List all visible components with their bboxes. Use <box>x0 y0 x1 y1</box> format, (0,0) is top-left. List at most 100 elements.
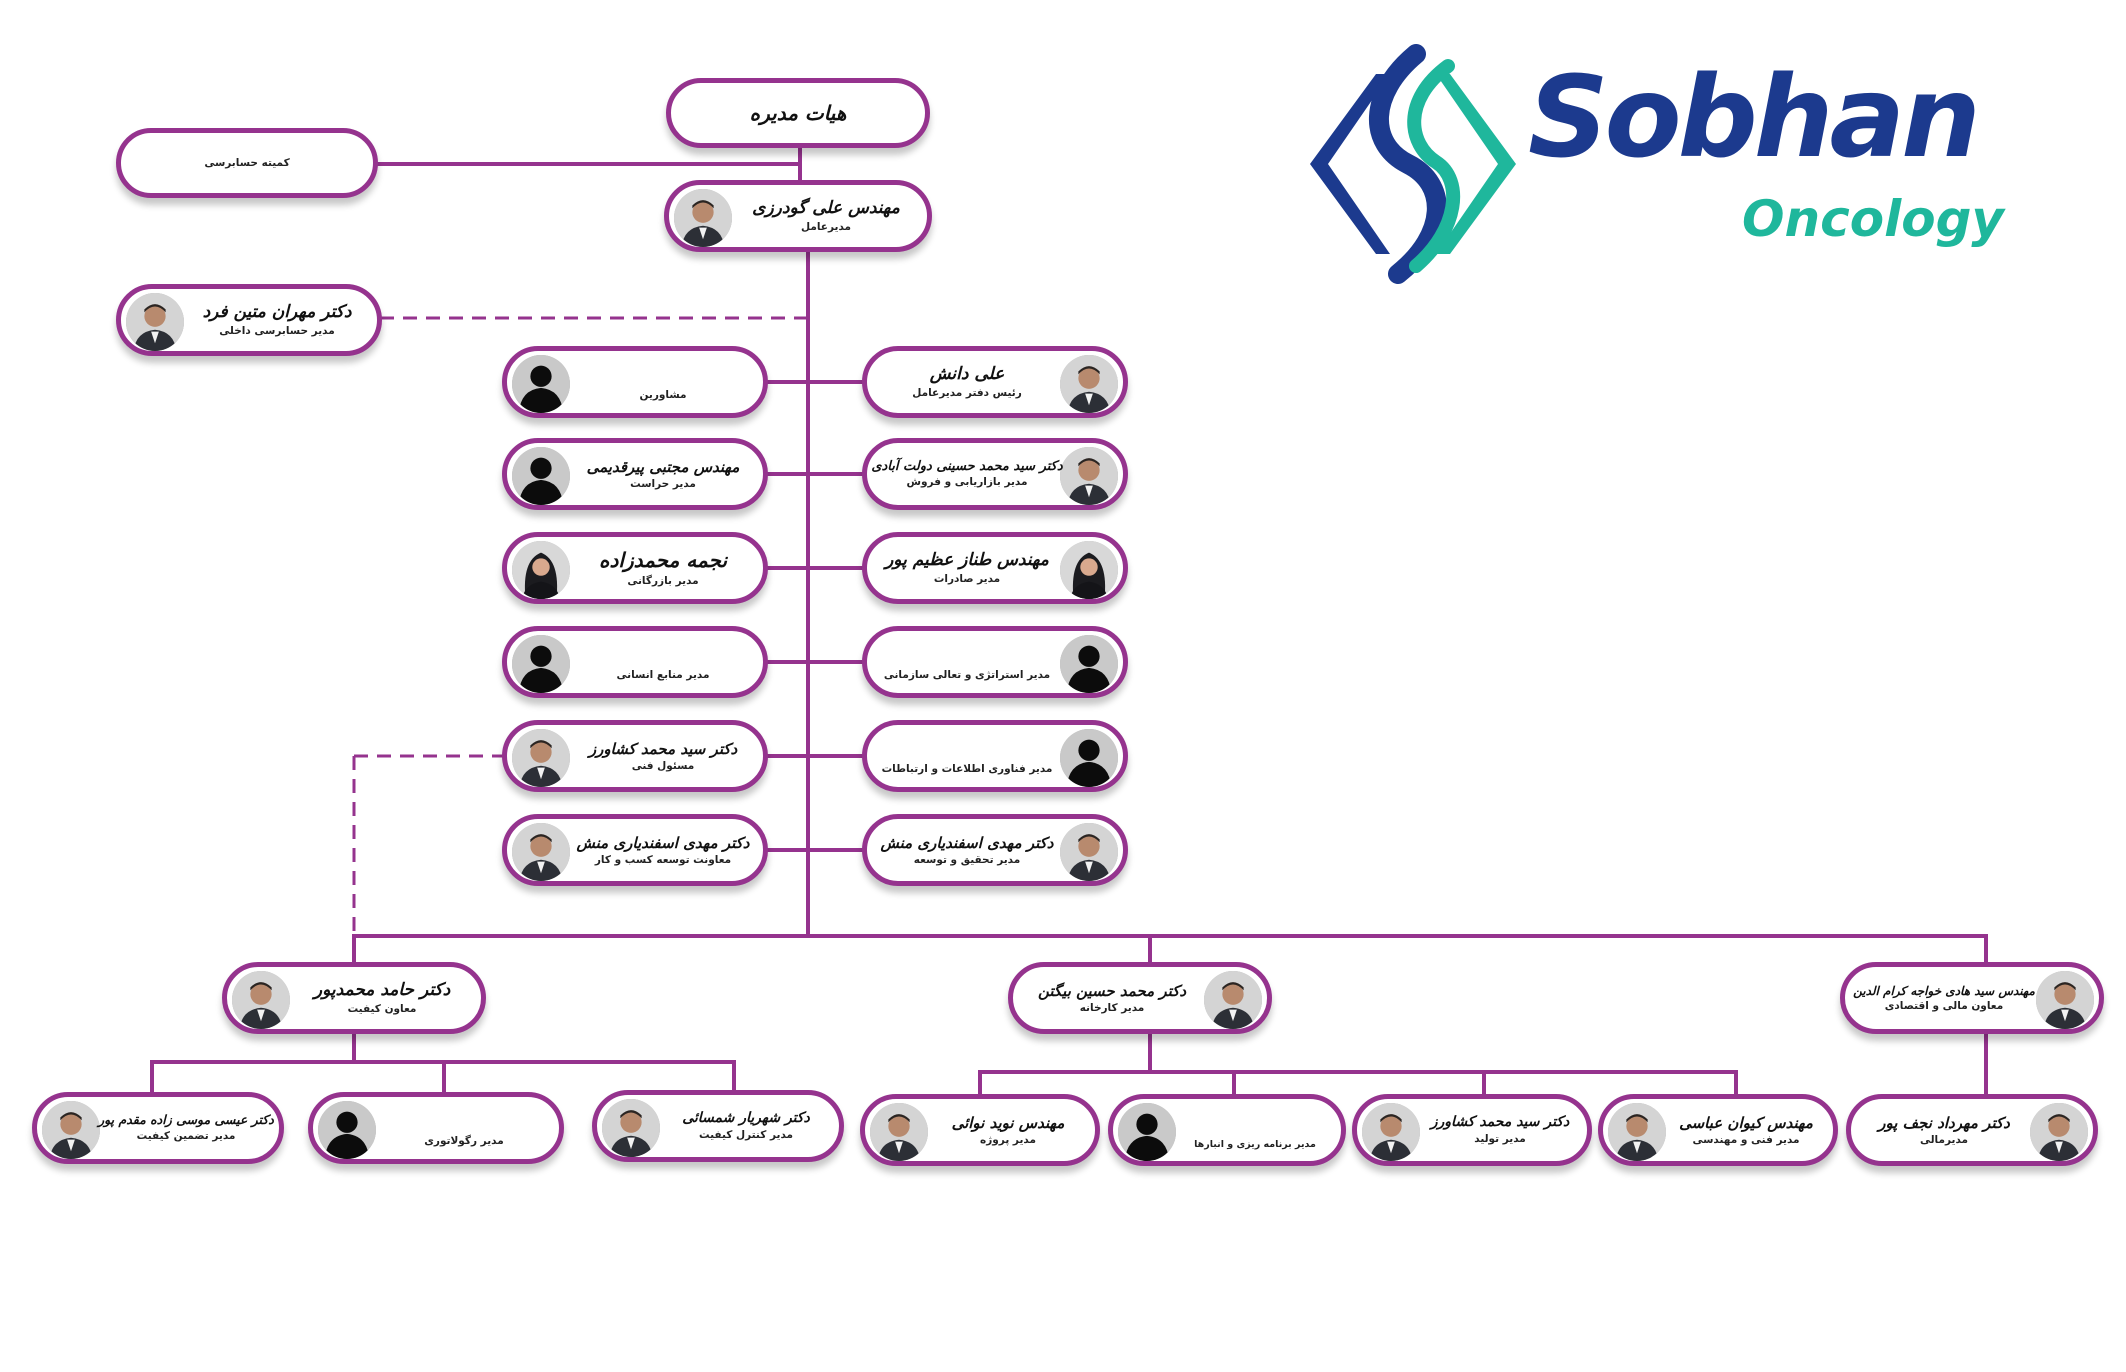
org-node-production: دکتر سید محمد کشاورز مدیر تولید <box>1352 1094 1592 1166</box>
node-name: مهندس مجتبی پیرقدیمی <box>586 457 740 476</box>
node-title: مشاورین <box>639 389 687 402</box>
node-title: مدیرعامل <box>800 221 852 234</box>
node-title: مسئول فنی <box>631 759 695 772</box>
org-node-strategy: مدیر استراتژی و تعالی سازمانی <box>862 626 1128 698</box>
org-node-board: هیات مدیره <box>666 78 930 148</box>
node-name: نجمه محمدزاده <box>599 548 728 573</box>
avatar <box>512 447 570 505</box>
node-title: مدیر تضمین کیفیت <box>136 1130 236 1143</box>
node-title: مدیر کارخانه <box>1079 1001 1145 1014</box>
avatar <box>512 729 570 787</box>
node-name: مهندس کیوان عباسی <box>1679 1113 1813 1132</box>
avatar <box>1060 729 1118 787</box>
org-node-qa: دکتر عیسی موسی زاده مقدم پور مدیر تضمین ک… <box>32 1092 284 1164</box>
node-title: مدیر حسابرسی داخلی <box>219 325 335 338</box>
avatar <box>1118 1103 1176 1161</box>
logo-mark-icon <box>1310 44 1516 284</box>
node-name: دکتر شهریار شمسائی <box>682 1110 810 1127</box>
org-node-regulatory: مدیر رگولاتوری <box>308 1092 564 1164</box>
node-title: مدیر تحقیق و توسعه <box>913 853 1021 866</box>
node-title: معاون کیفیت <box>347 1003 417 1016</box>
avatar <box>1060 355 1118 413</box>
node-title: مدیر فنی و مهندسی <box>1692 1133 1800 1146</box>
avatar <box>2030 1103 2088 1161</box>
org-node-ceo: مهندس علی گودرزی مدیرعامل <box>664 180 932 252</box>
node-title: مدیر بازاریابی و فروش <box>906 476 1028 489</box>
node-name: دکتر سید محمد کشاورز <box>1430 1114 1570 1131</box>
node-title: مدیر منابع انسانی <box>616 669 710 682</box>
org-node-it: مدیر فناوری اطلاعات و ارتباطات <box>862 720 1128 792</box>
sobhan-oncology-logo: Sobhan Oncology <box>1298 44 2018 284</box>
node-title: کمیته حسابرسی <box>204 156 290 169</box>
org-node-planning: مدیر برنامه ریزی و انبارها <box>1108 1094 1346 1166</box>
node-title: مدیرمالی <box>1919 1133 1969 1146</box>
org-node-hr: مدیر منابع انسانی <box>502 626 768 698</box>
avatar <box>232 971 290 1029</box>
avatar <box>512 355 570 413</box>
avatar <box>674 189 732 247</box>
node-name: هیات مدیره <box>749 100 847 125</box>
node-title: مدیر تولید <box>1474 1133 1526 1146</box>
node-title: مدیر پروژه <box>980 1133 1036 1146</box>
avatar <box>1060 541 1118 599</box>
org-node-ceo-office: علی دانش رئیس دفتر مدیرعامل <box>862 346 1128 418</box>
avatar <box>2036 971 2094 1029</box>
org-node-commerce: نجمه محمدزاده مدیر بازرگانی <box>502 532 768 604</box>
node-name: دکتر حامد محمدپور <box>313 980 451 1001</box>
org-node-quality-vp: دکتر حامد محمدپور معاون کیفیت <box>222 962 486 1034</box>
node-name: دکتر محمد حسین بیگتن <box>1037 981 1187 1000</box>
node-title: مدیر رگولاتوری <box>424 1135 504 1148</box>
node-title: مدیر بازرگانی <box>627 575 699 588</box>
node-name: مهندس علی گودرزی <box>752 198 900 219</box>
node-title: مدیر صادرات <box>933 573 1001 586</box>
avatar <box>1608 1103 1666 1161</box>
avatar <box>512 823 570 881</box>
node-name: دکتر مهرداد نجف پور <box>1878 1113 2010 1132</box>
node-title: معاونت توسعه کسب و کار <box>594 853 732 866</box>
node-name: دکتر مهدی اسفندیاری منش <box>880 833 1054 852</box>
node-title: مدیر استراتژی و تعالی سازمانی <box>883 669 1051 682</box>
node-name: دکتر مهران متین فرد <box>202 302 352 323</box>
node-title: مدیر حراست <box>630 477 696 490</box>
node-title: مدیر فناوری اطلاعات و ارتباطات <box>881 763 1053 776</box>
avatar <box>512 635 570 693</box>
org-node-internal-audit: دکتر مهران متین فرد مدیر حسابرسی داخلی <box>116 284 382 356</box>
avatar <box>512 541 570 599</box>
org-node-advisors: مشاورین <box>502 346 768 418</box>
node-title: مدیر برنامه ریزی و انبارها <box>1194 1138 1316 1150</box>
org-node-sales: دکتر سید محمد حسینی دولت آبادی مدیر بازار… <box>862 438 1128 510</box>
org-node-qc: دکتر شهریار شمسائی مدیر کنترل کیفیت <box>592 1090 844 1162</box>
node-title: مدیر کنترل کیفیت <box>698 1129 794 1142</box>
avatar <box>1362 1103 1420 1161</box>
node-name: مهندس نوید نوائی <box>951 1113 1065 1132</box>
node-name: علی دانش <box>929 364 1005 385</box>
org-node-audit-committee: کمیته حسابرسی <box>116 128 378 198</box>
avatar <box>1060 447 1118 505</box>
avatar <box>42 1101 100 1159</box>
node-name: دکتر مهدی اسفندیاری منش <box>576 833 750 852</box>
logo-brand-text: Sobhan <box>1528 53 1981 183</box>
avatar <box>602 1099 660 1157</box>
avatar <box>318 1101 376 1159</box>
avatar <box>126 293 184 351</box>
node-name: مهندس سید هادی خواجه کرام الدین <box>1853 983 2035 998</box>
node-name: دکتر سید محمد حسینی دولت آبادی <box>871 458 1063 474</box>
logo-sub-text: Oncology <box>1742 190 2004 248</box>
node-title: رئیس دفتر مدیرعامل <box>912 387 1022 400</box>
avatar <box>870 1103 928 1161</box>
node-name: دکتر عیسی موسی زاده مقدم پور <box>98 1112 274 1128</box>
node-title: معاون مالی و اقتصادی <box>1884 999 2004 1012</box>
node-name: دکتر سید محمد کشاورز <box>588 739 738 758</box>
avatar <box>1204 971 1262 1029</box>
